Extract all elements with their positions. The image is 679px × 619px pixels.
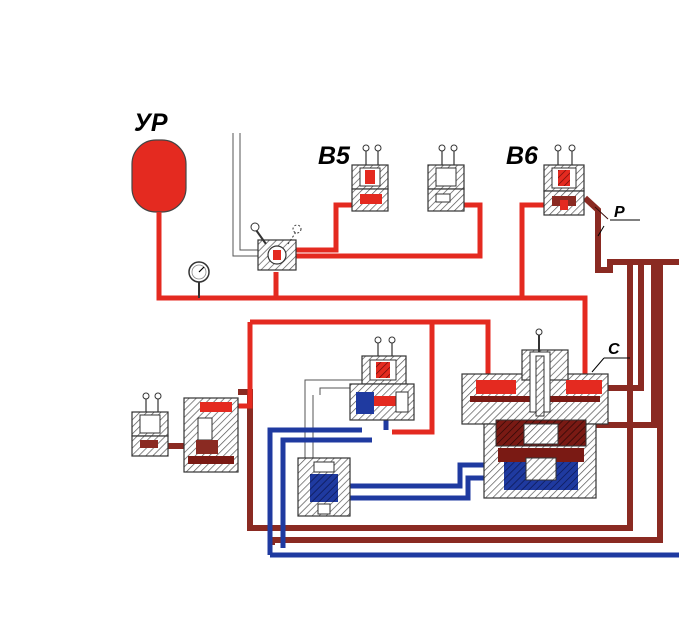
equalizing-reservoir [131,139,187,213]
driver-cock [250,222,302,271]
solenoid-valve-spare [427,144,465,212]
relay-valve-left [183,397,239,473]
solenoid-valve-b6 [543,144,585,216]
solenoid-valve-middle [349,336,415,421]
cylinder-control-valve [297,457,351,517]
brake-cylinder-lines [267,420,679,558]
pressure-gauge-icon [188,261,210,298]
leader-lines [591,219,640,373]
label-valve-b5: В5 [318,142,351,170]
solenoid-valve-b5 [351,144,389,212]
air-distributor [461,328,609,499]
diagram-labels: УР В5 В6 Р С [134,109,625,358]
label-port-c: С [608,341,620,358]
label-valve-b6: В6 [506,142,539,170]
solenoid-valve-left [131,392,169,457]
label-port-p: Р [614,204,625,221]
label-reservoir: УР [134,109,168,137]
